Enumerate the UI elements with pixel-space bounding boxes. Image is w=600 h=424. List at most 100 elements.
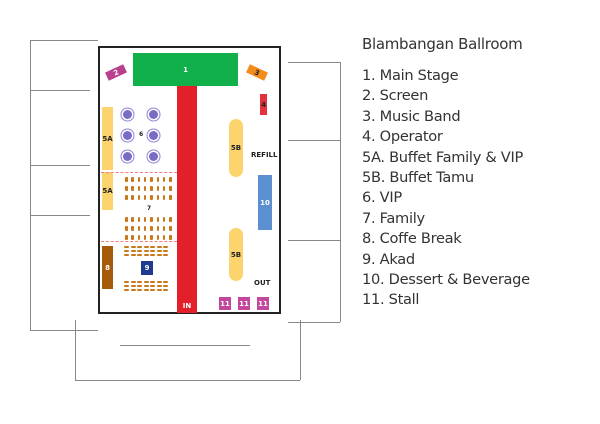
family-chair: [131, 217, 134, 222]
coffee-break-chair: [156, 254, 162, 256]
stall-label: 11: [258, 299, 268, 308]
family-chair: [125, 217, 128, 222]
building-outline: [30, 165, 90, 166]
dessert-label: 10: [260, 198, 270, 207]
coffee-break-chair: [143, 289, 149, 291]
building-outline: [30, 40, 31, 330]
coffee-break-chair: [137, 289, 142, 291]
coffee-break-chair: [156, 289, 162, 291]
entrance-label: IN: [182, 302, 192, 310]
akad: 9: [141, 261, 153, 275]
coffee-break-chair: [137, 254, 142, 256]
buffet-5b-label: 5B: [230, 250, 242, 259]
family-chair: [125, 177, 128, 182]
family-chair: [162, 217, 166, 222]
family-chair: [169, 217, 172, 222]
coffee-break-chair: [124, 246, 129, 248]
operator-label: 4: [261, 100, 266, 109]
family-chair: [169, 177, 172, 182]
legend-item: 10. Dessert & Beverage: [362, 271, 530, 289]
vip-round-table: [149, 110, 158, 119]
building-outline: [75, 320, 76, 380]
coffee-break-chair: [143, 246, 149, 248]
family-chair: [169, 186, 172, 191]
family-chair: [150, 235, 153, 240]
coffee-break-chair: [130, 250, 136, 252]
vip-label: 6: [139, 131, 144, 138]
coffee-break-chair: [150, 246, 155, 248]
coffee-break: 8: [102, 246, 113, 289]
building-outline: [30, 40, 98, 41]
refill-label: REFILL: [251, 151, 278, 159]
building-outline: [340, 62, 341, 322]
coffee-break-chair: [143, 285, 149, 287]
coffee-break-chair: [124, 254, 129, 256]
family-chair: [150, 217, 153, 222]
music-band: 3: [246, 64, 268, 81]
family-chair: [162, 186, 166, 191]
coffee-break-chair: [130, 246, 136, 248]
vip-round-table: [149, 131, 158, 140]
building-outline: [30, 90, 90, 91]
buffet-5a-label: 5A: [102, 134, 113, 143]
coffee-break-chair: [156, 250, 162, 252]
coffee-break-chair: [124, 281, 129, 283]
coffee-break-chair: [137, 246, 142, 248]
building-outline: [30, 330, 98, 331]
vip-family-divider: [101, 172, 177, 173]
buffet-family-vip-bottom: 5A: [102, 172, 113, 210]
stall: 11: [257, 297, 269, 310]
legend-item: 5A. Buffet Family & VIP: [362, 148, 523, 166]
hall-wall-bottom: [98, 312, 281, 314]
hall-wall-right: [279, 46, 281, 314]
vip-round-table: [149, 152, 158, 161]
legend-item: 9. Akad: [362, 250, 415, 268]
family-chair: [162, 235, 166, 240]
coffee-break-chair: [130, 281, 136, 283]
family-chair: [125, 235, 128, 240]
coffee-break-chair: [137, 285, 142, 287]
family-chair: [131, 177, 134, 182]
family-chair: [131, 226, 134, 231]
buffet-family-vip-top: 5A: [102, 107, 113, 170]
legend: 1. Main Stage 2. Screen 3. Music Band 4.…: [362, 66, 530, 311]
main-stage: 1: [133, 53, 238, 86]
coffee-break-chair: [156, 285, 162, 287]
coffee-break-chair: [130, 289, 136, 291]
coffee-break-chair: [124, 289, 129, 291]
legend-item: 5B. Buffet Tamu: [362, 169, 474, 187]
stall-label: 11: [239, 299, 249, 308]
family-chair: [169, 226, 172, 231]
building-outline: [75, 380, 300, 381]
building-outline: [288, 240, 340, 241]
building-outline: [288, 140, 340, 141]
family-chair: [143, 235, 147, 240]
family-chair: [125, 186, 128, 191]
legend-item: 6. VIP: [362, 189, 402, 207]
building-outline: [288, 322, 340, 323]
coffee-break-chair: [163, 289, 168, 291]
music-band-label: 3: [253, 67, 261, 78]
vip-round-table: [123, 152, 132, 161]
stall: 11: [238, 297, 250, 310]
legend-title: Blambangan Ballroom: [362, 35, 523, 53]
operator: 4: [260, 94, 267, 115]
screen: 2: [105, 64, 127, 81]
family-chair: [169, 195, 172, 200]
family-chair: [125, 226, 128, 231]
family-chair: [156, 186, 159, 191]
coffee-break-chair: [150, 254, 155, 256]
coffee-break-label: 8: [105, 263, 110, 272]
vip-round-table: [123, 131, 132, 140]
building-outline: [30, 215, 90, 216]
family-chair: [150, 177, 153, 182]
buffet-tamu-bottom: 5B: [229, 228, 243, 281]
coffee-break-chair: [124, 250, 129, 252]
legend-item: 3. Music Band: [362, 107, 461, 125]
main-stage-label: 1: [183, 65, 188, 74]
family-chair: [162, 177, 166, 182]
coffee-break-chair: [150, 281, 155, 283]
coffee-break-chair: [130, 254, 136, 256]
family-chair: [162, 195, 166, 200]
